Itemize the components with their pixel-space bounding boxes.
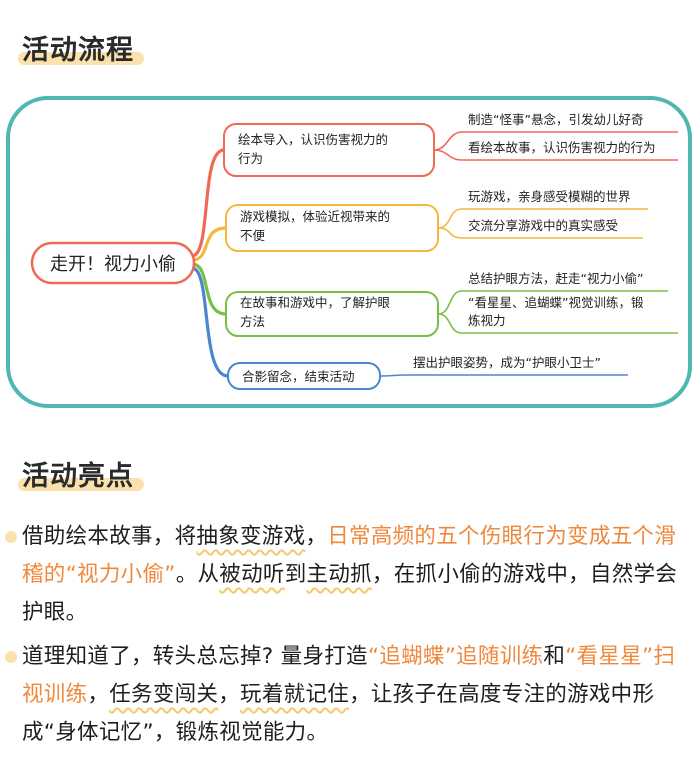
central-topic-box (30, 241, 196, 285)
text-span: ， (305, 524, 328, 549)
text-span: ，在抓小偷的游戏中，自然学会护眼。 (22, 562, 678, 625)
branch-connector (190, 226, 228, 262)
text-span: 。从 (175, 562, 220, 587)
branch-connector (190, 262, 228, 316)
leaf-connector (437, 227, 463, 239)
leaf-topic-label: 制造“怪事”悬念，引发幼儿好奇 (468, 112, 643, 127)
section-heading-flow: 活动流程 (12, 28, 144, 67)
leaf-topic-label: 炼视力 (468, 313, 506, 328)
branch-topic-label: 在故事和游戏中，了解护眼 (240, 295, 391, 310)
emphasis-underline: 玩着就记住 (240, 682, 350, 707)
emphasis-underline: 任务变闯关 (109, 682, 219, 707)
bullet-dot (5, 651, 17, 663)
text-span: ，让孩子在高度专注的游戏中形成“身体记忆”，锻炼视觉能力。 (22, 682, 655, 745)
heading-highlight (18, 52, 144, 65)
leaf-connector (437, 313, 463, 334)
branch-connector (190, 148, 226, 258)
branch-topic-label: 合影留念，结束活动 (242, 369, 355, 384)
section-title: 活动流程 (22, 35, 134, 66)
text-span: 和 (543, 644, 566, 669)
emphasis-orange: 日常高频的五个伤眼行为变成五个滑稽的“视力小偷” (22, 524, 677, 587)
highlight-paragraph: 道理知道了，转头总忘掉? 量身打造“追蝴蝶”追随训练和“看星星”扫视训练，任务变… (5, 638, 694, 752)
leaf-topic-label: 总结护眼方法，赶走“视力小偷” (468, 271, 643, 286)
leaf-connector (437, 290, 463, 315)
emphasis-underline: 抽象变游戏 (196, 524, 306, 549)
leaf-connector (433, 149, 463, 161)
leaf-topic-label: 看绘本故事，认识伤害视力的行为 (468, 140, 656, 155)
text-span: ， (87, 682, 110, 707)
highlight-paragraph: 借助绘本故事，将抽象变游戏，日常高频的五个伤眼行为变成五个滑稽的“视力小偷”。从… (5, 518, 694, 632)
mind-map: 走开！视力小偷 绘本导入，认识伤害视力的行为 制造“怪事”悬念，引发幼儿好奇看绘本故… (6, 96, 692, 408)
central-topic-label: 走开！视力小偷 (50, 254, 176, 275)
text-span: 借助绘本故事，将 (22, 524, 197, 549)
text-span: ， (218, 682, 241, 707)
branch-topic-label: 方法 (240, 314, 265, 329)
emphasis-orange: “追蝴蝶”追随训练 (367, 644, 544, 669)
heading-highlight (18, 478, 144, 491)
leaf-topic-label: “看星星、追蝴蝶”视觉训练，锻 (468, 295, 644, 310)
leaf-topic-label: 摆出护眼姿势，成为“护眼小卫士” (413, 355, 601, 370)
leaf-topic-label: 玩游戏，亲身感受模糊的世界 (468, 189, 631, 204)
branch-topic-label: 绘本导入，认识伤害视力的 (238, 132, 388, 147)
branch-topic-label: 游戏模拟，体验近视带来的 (240, 209, 390, 224)
bullet-dot (5, 531, 17, 543)
section-heading-highlights: 活动亮点 (12, 454, 144, 493)
text-span: 道理知道了，转头总忘掉? 量身打造 (22, 644, 368, 669)
section-title: 活动亮点 (22, 461, 134, 492)
branch-topic-label: 行为 (238, 151, 263, 166)
emphasis-orange: “看星星”扫视训练 (22, 644, 676, 707)
text-span: 到 (284, 562, 307, 587)
leaf-connector (379, 374, 408, 377)
emphasis-underline: 主动抓 (306, 562, 372, 587)
branch-connector (190, 266, 230, 378)
emphasis-underline: 被动听 (219, 562, 285, 587)
branch-topic-label: 不便 (240, 228, 266, 243)
leaf-topic-label: 交流分享游戏中的真实感受 (468, 218, 618, 233)
